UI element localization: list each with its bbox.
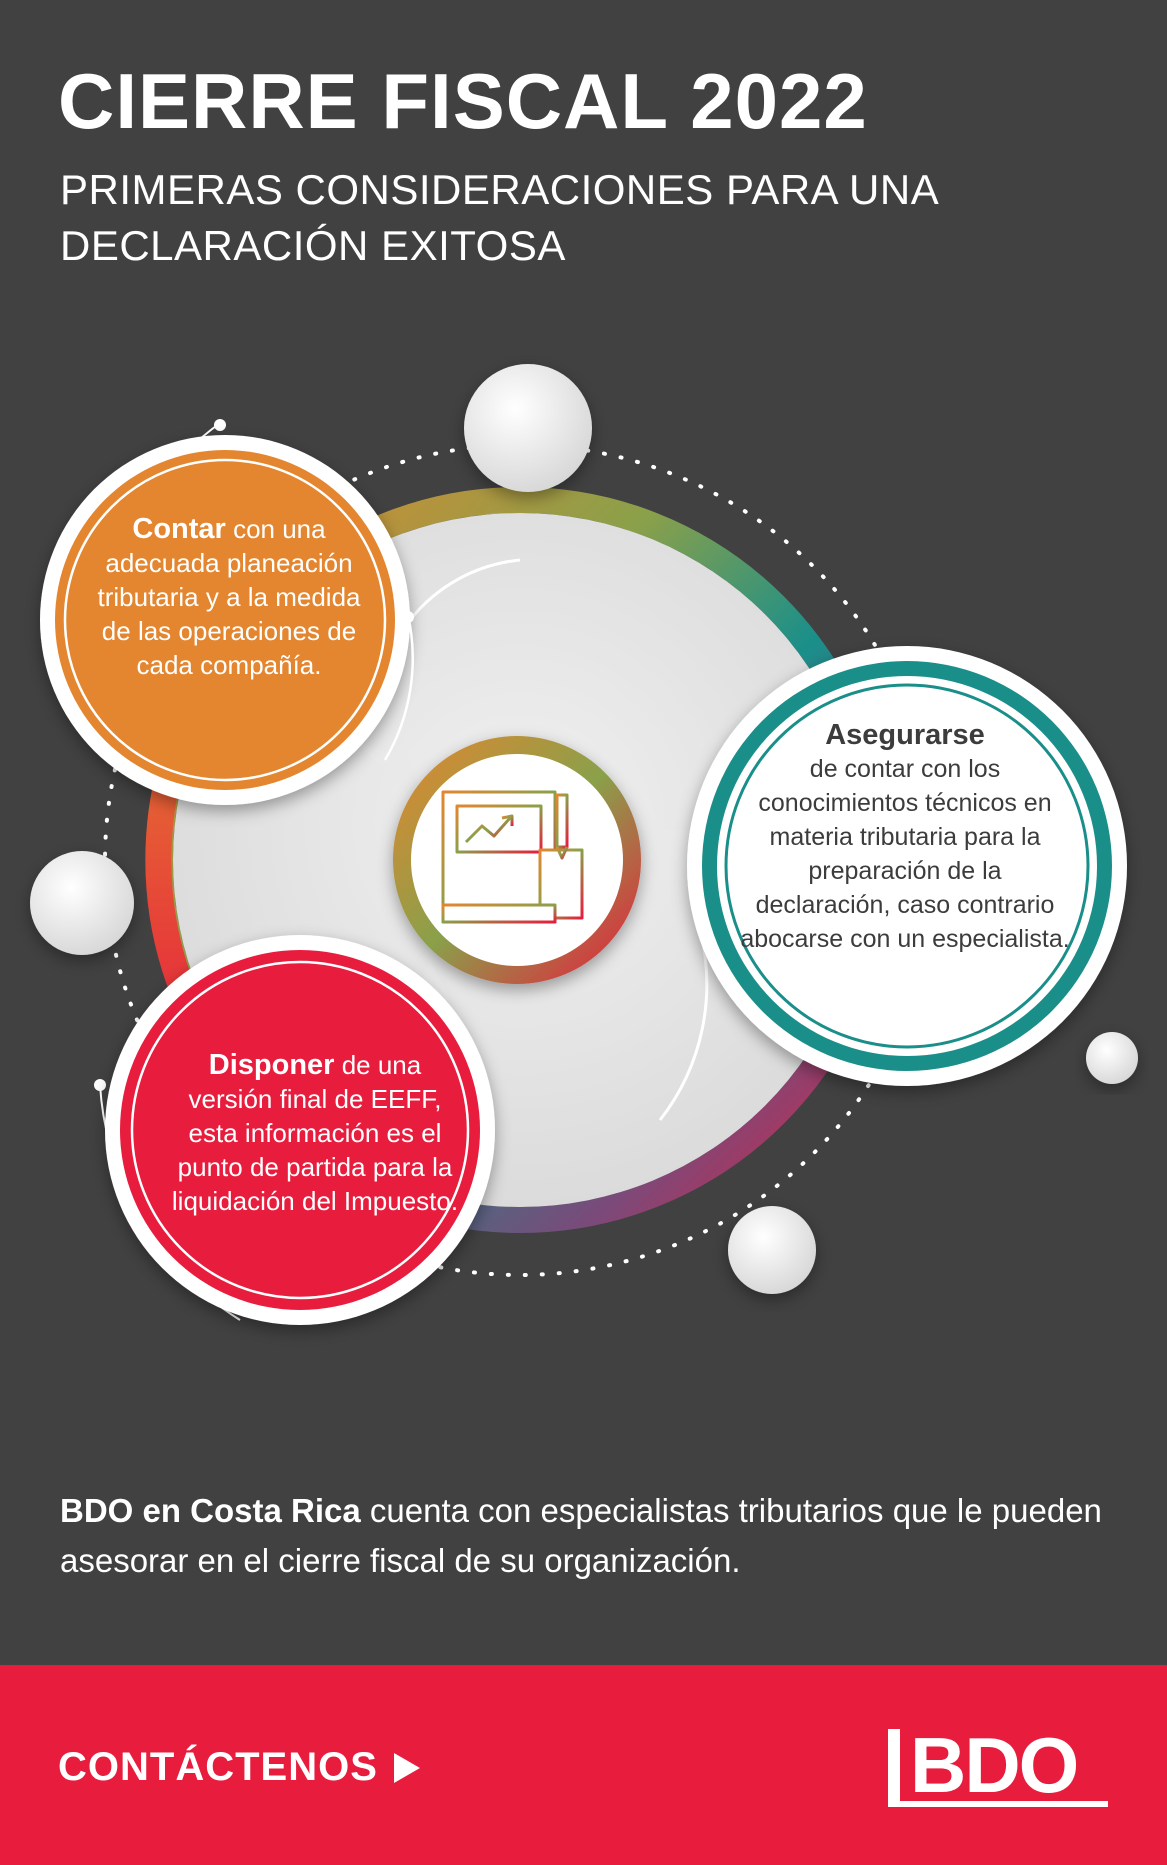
bubble-contar-lead: Contar (132, 513, 226, 545)
arc-dot (214, 419, 226, 431)
bubble-disponer-fill (120, 950, 480, 1310)
logo-underline (888, 1801, 1108, 1807)
bubble-asegurarse-text: Asegurarse de contar con los conocimiento… (740, 718, 1070, 956)
footer-note-body: cuenta con especialistas tributarios que… (60, 1492, 1102, 1579)
subtitle-line-1: PRIMERAS CONSIDERACIONES PARA UNA (60, 166, 940, 213)
footer-note-bold: BDO en Costa Rica (60, 1492, 361, 1529)
decorative-ball (30, 851, 134, 955)
bubble-asegurarse-lead: Asegurarse (825, 719, 985, 751)
decorative-ball (728, 1206, 816, 1294)
bubble-disponer-ring (130, 960, 470, 1300)
page-subtitle: PRIMERAS CONSIDERACIONES PARA UNA DECLAR… (60, 162, 1060, 274)
bubble-disponer-lead: Disponer (208, 1049, 335, 1081)
arc-dot (402, 611, 414, 623)
bubble-contar-body: con una adecuada planeación tributaria y… (97, 514, 361, 680)
document-chart-icon (441, 790, 584, 924)
bubble-asegurarse-inner (717, 676, 1097, 1056)
logo-text: BDO (910, 1721, 1079, 1809)
logo-bar (888, 1729, 900, 1805)
disc-curve (408, 558, 521, 621)
contact-bar: CONTÁCTENOS BDO (0, 1665, 1167, 1865)
subtitle-line-2: DECLARACIÓN EXITOSA (60, 222, 566, 269)
bubble-asegurarse-body: de contar con los conocimientos técnicos… (740, 755, 1070, 953)
contact-label: CONTÁCTENOS (58, 1745, 378, 1789)
decorative-ball (1086, 1032, 1138, 1084)
arc-dot (94, 1079, 106, 1091)
bubble-contar-text: Contar con una adecuada planeación tribu… (84, 512, 374, 682)
bubble-contar-fill (55, 450, 395, 790)
bubble-contar-arc (383, 614, 414, 761)
bubble-asegurarse-ring (724, 683, 1090, 1049)
footer-note: BDO en Costa Rica cuenta con especialist… (60, 1486, 1120, 1586)
bdo-logo: BDO (888, 1721, 1118, 1809)
bubble-contar-ring (63, 458, 387, 782)
bubble-disponer-text: Disponer de una versión final de EEFF, e… (170, 1048, 460, 1218)
contact-button[interactable]: CONTÁCTENOS (58, 1745, 420, 1790)
play-icon (393, 1752, 420, 1783)
bubble-disponer-body: de una versión final de EEFF, esta infor… (171, 1050, 459, 1216)
page-title: CIERRE FISCAL 2022 (58, 57, 868, 145)
infographic-graphic (30, 364, 1138, 1325)
decorative-ball (464, 364, 592, 492)
disc-curve (658, 929, 709, 1121)
